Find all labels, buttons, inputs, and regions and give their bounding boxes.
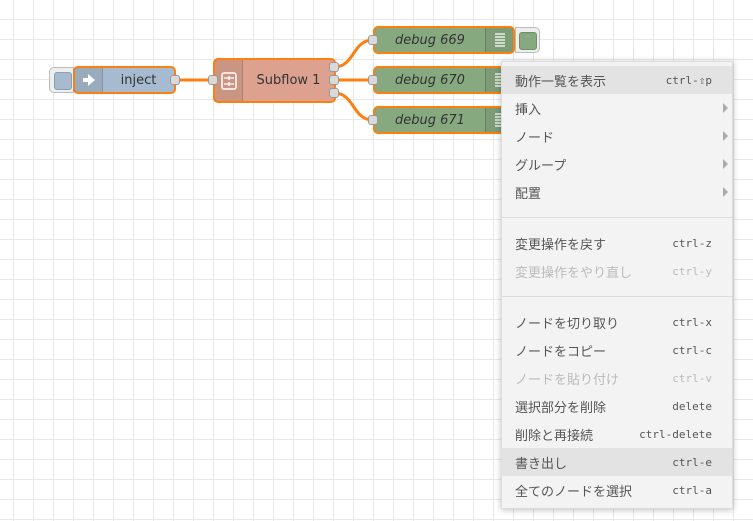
menu-item-label: 削除と再接続 [515,428,594,444]
debug-671-label: debug 671 [395,112,465,128]
menu-separator [502,296,732,297]
menu-item-label: 全てのノードを選択 [515,484,633,500]
menu-item-redo: 変更操作をやり直し ctrl-y [502,257,732,285]
inject-node[interactable]: inject [73,66,176,94]
menu-item-cut[interactable]: ノードを切り取り ctrl-x [502,308,732,336]
debug-669-label: debug 669 [395,32,465,48]
menu-item-label: 動作一覧を表示 [515,74,607,90]
menu-item-label: ノードを貼り付け [515,372,620,388]
submenu-arrow-icon [723,103,728,113]
wire-subflow-debug669[interactable] [333,38,374,69]
submenu-arrow-icon [723,187,728,197]
menu-item-shortcut: ctrl-y [672,264,712,278]
menu-item-show-actions[interactable]: 動作一覧を表示 ctrl-⇧p [502,66,732,94]
debug-669-input-port[interactable] [368,35,378,45]
menu-separator [502,217,732,218]
subflow-node-label: Subflow 1 [256,73,321,88]
debug-list-icon [485,28,513,52]
menu-item-shortcut: ctrl-v [672,371,712,385]
debug-671-input-port[interactable] [368,115,378,125]
menu-item-paste: ノードを貼り付け ctrl-v [502,364,732,392]
menu-item-arrange[interactable]: 配置 [502,178,732,206]
menu-item-node[interactable]: ノード [502,122,732,150]
menu-item-label: ノードを切り取り [515,316,620,332]
submenu-arrow-icon [723,131,728,141]
menu-item-shortcut: ctrl-x [672,315,712,329]
debug-670-input-port[interactable] [368,75,378,85]
inject-trigger-swatch [54,72,72,90]
menu-item-label: 挿入 [515,102,542,118]
subflow-icon [215,60,243,101]
menu-item-label: グループ [515,158,567,174]
wire-subflow-debug671[interactable] [333,91,374,122]
subflow-input-port[interactable] [208,75,218,85]
menu-item-label: 選択部分を削除 [515,400,607,416]
menu-item-copy[interactable]: ノードをコピー ctrl-c [502,336,732,364]
debug-669-node[interactable]: debug 669 [373,26,515,54]
submenu-arrow-icon [723,159,728,169]
menu-item-group[interactable]: グループ [502,150,732,178]
subflow-output-port-3[interactable] [329,88,339,98]
menu-item-label: 変更操作を戻す [515,237,607,253]
debug-671-node[interactable]: debug 671 [373,106,515,134]
menu-item-undo[interactable]: 変更操作を戻す ctrl-z [502,229,732,257]
menu-item-delete-reconnect[interactable]: 削除と再接続 ctrl-delete [502,420,732,448]
debug-669-toggle-swatch [519,32,537,50]
subflow-output-port-2[interactable] [329,75,339,85]
subflow-node[interactable]: Subflow 1 [213,58,336,103]
debug-670-label: debug 670 [395,72,465,88]
menu-item-shortcut: ctrl-⇧p [665,73,712,87]
menu-item-label: 配置 [515,186,542,202]
menu-item-select-all[interactable]: 全てのノードを選択 ctrl-a [502,476,732,504]
context-menu: 動作一覧を表示 ctrl-⇧p 挿入 ノード グループ 配置 変更操作を戻す c… [501,61,733,509]
menu-item-shortcut: ctrl-e [672,455,712,469]
inject-trigger-button[interactable] [49,67,74,93]
menu-item-shortcut: ctrl-delete [639,427,712,441]
menu-item-label: 書き出し [515,456,568,472]
debug-670-node[interactable]: debug 670 [373,66,515,94]
menu-item-export[interactable]: 書き出し ctrl-e [502,448,732,476]
menu-item-shortcut: ctrl-a [672,483,712,497]
inject-node-label: inject [120,72,157,88]
menu-item-delete-selection[interactable]: 選択部分を削除 delete [502,392,732,420]
inject-output-port[interactable] [170,75,180,85]
menu-item-label: ノードをコピー [515,344,607,360]
menu-item-shortcut: ctrl-z [672,236,712,250]
menu-item-label: 変更操作をやり直し [515,265,633,281]
arrow-in-icon [75,68,103,92]
debug-669-toggle-button[interactable] [515,27,540,53]
menu-item-shortcut: delete [672,399,712,413]
menu-item-shortcut: ctrl-c [672,343,712,357]
subflow-output-port-1[interactable] [329,62,339,72]
menu-item-insert[interactable]: 挿入 [502,94,732,122]
menu-item-label: ノード [515,130,555,146]
